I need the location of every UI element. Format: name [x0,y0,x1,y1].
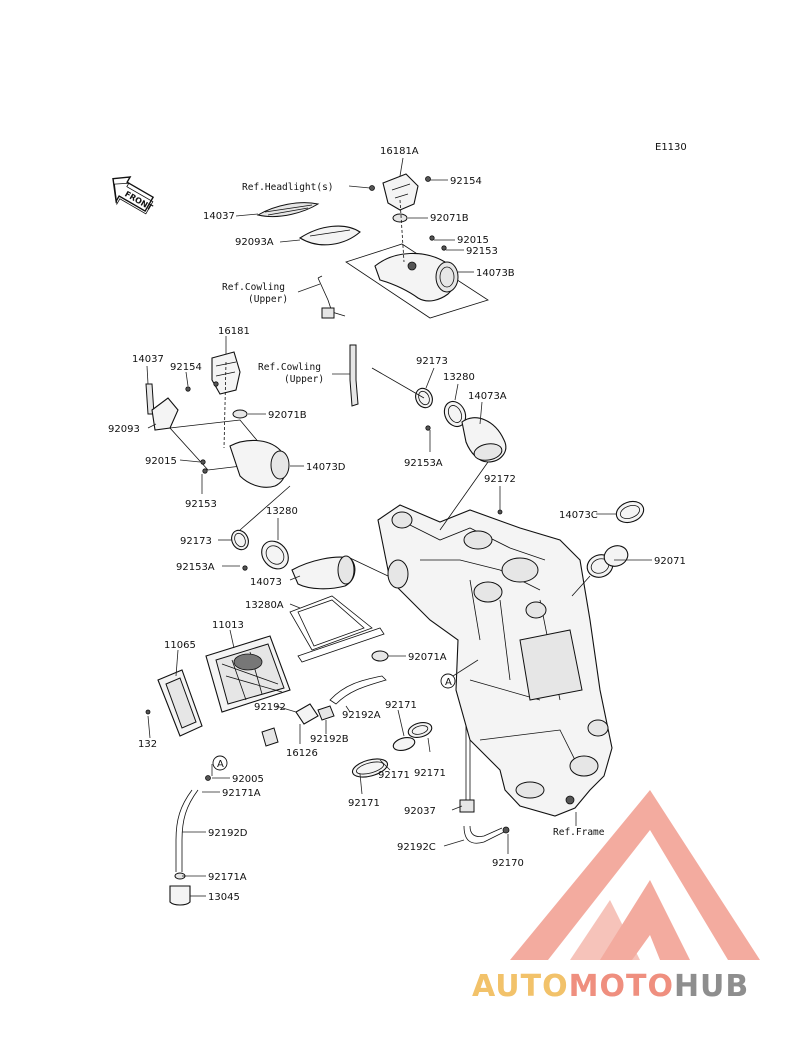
label-92192D: 92192D [208,828,248,839]
label-ref-A-2: A [217,759,224,770]
label-92093A: 92093A [235,237,274,248]
part-labels: 16181A 92154 Ref.Headlight(s) 14037 9207… [108,146,686,903]
label-14073D: 14073D [306,462,346,473]
right-intake-clamp-group [415,387,507,463]
diagram-code: E1130 [655,142,687,153]
label-92015-left: 92015 [145,456,177,467]
label-16126: 16126 [286,748,318,759]
label-ref-headlights: Ref.Headlight(s) [242,182,334,193]
label-92171A-bottom: 92171A [208,872,247,883]
label-92071B-left: 92071B [268,410,307,421]
label-13280-right: 13280 [443,372,475,383]
label-92192A: 92192A [342,710,381,721]
label-92154-upper: 92154 [450,176,482,187]
front-arrow-icon: FRONT [112,176,155,215]
label-92171-d: 92171 [348,798,380,809]
label-92071B-upper: 92071B [430,213,469,224]
upper-duct-assembly [256,173,489,319]
left-duct-assembly [145,344,359,488]
label-92153-upper: 92153 [466,246,498,257]
label-92171-b: 92171 [378,770,410,781]
label-14037-upper: 14037 [203,211,235,222]
label-92015-upper: 92015 [457,235,489,246]
automotohub-watermark: AUTOMOTOHUB [472,790,760,1004]
label-ref-frame: Ref.Frame [553,827,605,838]
leader-lines [146,157,652,897]
label-92171-c: 92171 [414,768,446,779]
label-92037: 92037 [404,806,436,817]
label-14073: 14073 [250,577,282,588]
watermark-auto: AUTO [472,969,569,1004]
label-92173-left: 92173 [180,536,212,547]
label-13045: 13045 [208,892,240,903]
label-14037-left: 14037 [132,354,164,365]
air-filter-group [145,635,291,737]
label-92171-a: 92171 [385,700,417,711]
label-ref-cowling-upper-1a: Ref.Cowling [222,282,285,293]
watermark-logo-icon [510,790,760,960]
label-13280-left: 13280 [266,506,298,517]
label-14073B: 14073B [476,268,515,279]
svg-text:AUTOMOTOHUB: AUTOMOTOHUB [472,969,749,1004]
label-92172: 92172 [484,474,516,485]
label-13280A: 13280A [245,600,284,611]
label-92154-left: 92154 [170,362,202,373]
label-92093: 92093 [108,424,140,435]
label-16181: 16181 [218,326,250,337]
label-92071A: 92071A [408,652,447,663]
left-intake-clamp-group [231,529,385,663]
label-92192: 92192 [254,702,286,713]
label-ref-cowling-upper-1b: (Upper) [248,294,288,305]
label-92192C: 92192C [397,842,436,853]
label-14073C: 14073C [559,510,598,521]
label-16181A: 16181A [380,146,419,157]
label-92005: 92005 [232,774,264,785]
label-92192B: 92192B [310,734,349,745]
label-92153-left: 92153 [185,499,217,510]
label-14073A: 14073A [468,391,507,402]
watermark-moto: MOTO [569,969,674,1004]
label-11013: 11013 [212,620,244,631]
watermark-hub: HUB [674,969,749,1004]
label-92153A-left: 92153A [176,562,215,573]
frame [377,500,645,817]
label-92170: 92170 [492,858,524,869]
label-92173-right: 92173 [416,356,448,367]
label-ref-cowling-upper-2a: Ref.Cowling [258,362,321,373]
label-92071: 92071 [654,556,686,567]
label-132: 132 [138,739,157,750]
label-11065: 11065 [164,640,196,651]
label-ref-A-1: A [445,677,452,688]
label-ref-cowling-upper-2b: (Upper) [284,374,324,385]
label-92171A-top: 92171A [222,788,261,799]
hose-group [169,650,510,906]
label-92153A-right: 92153A [404,458,443,469]
